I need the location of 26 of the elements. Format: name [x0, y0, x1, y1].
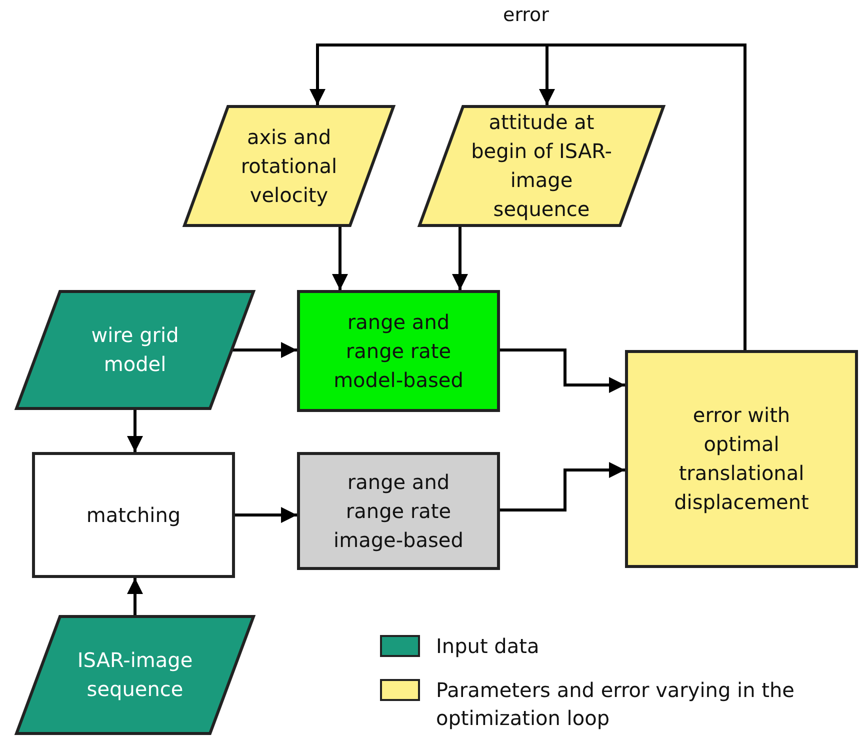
legend-text: Input data [436, 633, 540, 660]
node-label: axis and rotational velocity [240, 124, 338, 208]
node-label: attitude at begin of ISAR-image sequence [470, 109, 613, 223]
node-label: matching [86, 502, 181, 528]
arrow [500, 462, 625, 512]
arrow [232, 342, 297, 358]
arrow [452, 227, 468, 290]
parameter-parallelogram [183, 105, 395, 227]
process-box [297, 452, 500, 570]
legend-text: Parameters and error varying in the optimization loop [436, 677, 796, 732]
node-label: wire grid model [90, 322, 180, 378]
arrow [235, 507, 297, 523]
input-parallelogram [15, 615, 255, 735]
node-label: error with optimal translational displacement [673, 402, 810, 516]
arrow [500, 348, 625, 393]
node-label: range and range rate model-based [332, 308, 464, 394]
arrow [127, 410, 143, 452]
input-parallelogram [15, 290, 255, 410]
result-box [625, 350, 858, 568]
arrow [332, 227, 348, 290]
process-box [32, 452, 235, 578]
process-box [297, 290, 500, 412]
node-label: range and range rate image-based [332, 468, 464, 554]
arrow [127, 578, 143, 615]
parameter-parallelogram [418, 105, 665, 227]
node-label: ISAR-image sequence [76, 647, 194, 703]
